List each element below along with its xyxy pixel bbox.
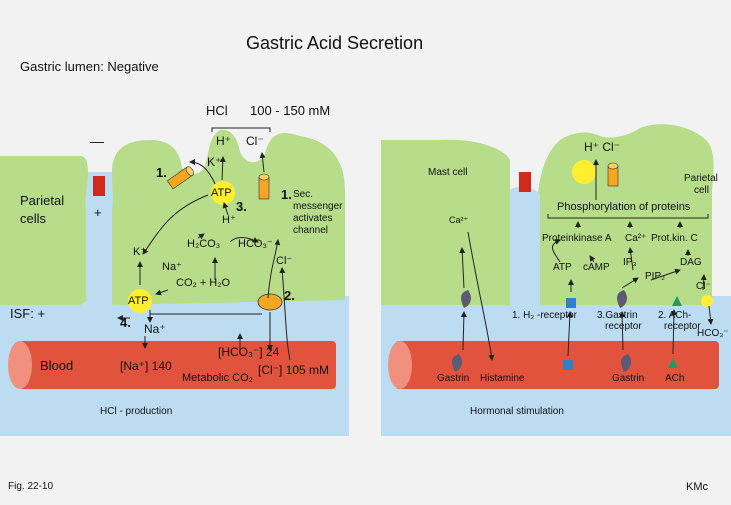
left-panel: [0, 127, 349, 436]
atp-label: ATP: [211, 187, 232, 199]
step-1b-label: 1.: [281, 187, 292, 202]
lumen-minus-sign: —: [90, 133, 104, 149]
left-blood-vessel: [18, 341, 336, 389]
ca-label: Ca²⁺: [449, 215, 469, 225]
right-hco3-label: HCO₃⁻: [697, 328, 729, 339]
na-blood-label: [Na⁺] 140: [120, 359, 172, 373]
right-tight-junction: [519, 172, 531, 192]
step-2-label: 2.: [284, 288, 295, 303]
phosphorylation-label: Phosphorylation of proteins: [557, 201, 691, 213]
sec-messenger-line4: channel: [293, 225, 329, 236]
mast-cell-label: Mast cell: [428, 167, 468, 178]
right-cells: [381, 124, 714, 305]
hcl-concentration: 100 - 150 mM: [250, 103, 331, 118]
atp-pump-circle: [211, 181, 235, 205]
atp-pump-circle-basolateral: [128, 289, 152, 313]
proton-pump-circle: [572, 160, 596, 184]
ip3-label: IP₃: [623, 257, 637, 268]
step-1-label: 1.: [156, 165, 167, 180]
histamine-ligand-icon: [563, 360, 573, 370]
h2co3-label: H₂CO₃: [187, 238, 221, 250]
cl-exchanger-circle: [701, 295, 713, 307]
parietal-label: Parietal: [20, 193, 65, 208]
lumen-label: Gastric lumen: Negative: [20, 59, 159, 74]
na-out-label: Na⁺: [144, 322, 166, 336]
dag-label: DAG: [680, 257, 702, 268]
histamine-label: Histamine: [480, 373, 525, 384]
right-panel: [381, 124, 731, 436]
cl-ion-label: Cl⁻: [246, 134, 264, 148]
co2-h2o-label: CO₂ + H₂O: [176, 277, 231, 289]
right-cl-channel-icon: [607, 162, 619, 187]
figure-number: Fig. 22-10: [8, 481, 54, 492]
right-caption: Hormonal stimulation: [470, 406, 564, 417]
gastrin-receptor-label-1: 3.Gastrin: [597, 310, 638, 321]
k-top-label: K⁺: [207, 155, 222, 169]
right-canaliculus: [510, 170, 540, 305]
proteinkinase-a-label: Proteinkinase A: [542, 233, 612, 244]
right-blood-vessel-end: [388, 341, 412, 389]
author-initials: KMc: [686, 481, 708, 493]
ach-receptor-icon: [672, 296, 682, 306]
hco3-blood-label: [HCO₃⁻] 24: [218, 345, 280, 359]
hco3-label: HCO₃⁻: [238, 238, 273, 250]
hcl-bracket: [211, 127, 271, 132]
plus-sign: +: [94, 205, 102, 220]
left-tight-junction: [93, 176, 105, 196]
ca2-label: Ca²⁺: [625, 233, 647, 244]
step-4-label: 4.: [120, 315, 131, 330]
cl-blood-label: [Cl⁻] 105 mM: [258, 363, 330, 377]
h-cl-label: H⁺ Cl⁻: [584, 140, 620, 154]
gastrin-receptor-icon: [617, 290, 627, 308]
k-channel-icon: [166, 166, 194, 190]
cells-label: cells: [20, 211, 47, 226]
metabolic-co2-label: Metabolic CO₂: [182, 372, 253, 384]
gastrin-ligand-icon-2: [621, 354, 631, 372]
blood-label: Blood: [40, 358, 74, 373]
ach-label: ACh: [665, 373, 685, 384]
ach-ligand-icon: [668, 358, 678, 368]
h2-receptor-label: 1. H₂ -receptor: [512, 310, 578, 321]
left-caption-region: [0, 389, 349, 435]
na-in-label: Na⁺: [162, 261, 182, 273]
mast-gastrin-receptor-icon: [461, 290, 471, 308]
isf-label: ISF: +: [10, 306, 46, 321]
sec-messenger-line2: messenger: [293, 201, 343, 212]
protein-kinase-c-label: Prot.kin. C: [651, 233, 698, 244]
gastrin-ligand-icon: [452, 354, 462, 372]
left-blood-vessel-end: [8, 341, 32, 389]
ach-receptor-label-2: receptor: [664, 321, 701, 332]
hcl-label: HCl: [206, 103, 228, 118]
h-mid-label: H⁺: [222, 214, 236, 226]
sec-messenger-line1: Sec.: [293, 189, 314, 200]
ach-receptor-label-1: 2. ACh-: [658, 310, 692, 321]
gastrin-label-1: Gastrin: [437, 373, 470, 384]
k-in-label: K⁺: [133, 246, 147, 258]
right-cell-label: cell: [694, 185, 710, 196]
gastrin-label-2: Gastrin: [612, 373, 645, 384]
cl-in-label: Cl⁻: [276, 255, 293, 267]
h2-receptor-icon: [566, 298, 576, 308]
atp-right-label: ATP: [553, 262, 572, 273]
left-canaliculus: [85, 172, 113, 300]
left-arrows: [117, 152, 291, 361]
step-3-label: 3.: [236, 199, 247, 214]
right-blood-vessel: [395, 341, 719, 389]
gastrin-receptor-label-2: receptor: [605, 321, 642, 332]
h-ion-label: H⁺: [216, 134, 231, 148]
right-caption-region: [381, 389, 731, 435]
right-parietal-label: Parietal: [684, 173, 718, 184]
pip2-label: PIP₂: [645, 271, 665, 282]
right-arrows: [459, 159, 714, 361]
camp-label: cAMP: [583, 262, 610, 273]
left-caption: HCl - production: [100, 406, 173, 417]
phos-bracket: [547, 214, 709, 219]
page-title: Gastric Acid Secretion: [246, 33, 424, 53]
hco3-cl-exchanger-icon: [257, 293, 283, 311]
sec-messenger-line3: activates: [293, 213, 333, 224]
cl-channel-icon: [258, 173, 270, 200]
right-cl-label: Cl⁻: [696, 281, 711, 292]
atp-basolateral-label: ATP: [128, 295, 149, 307]
